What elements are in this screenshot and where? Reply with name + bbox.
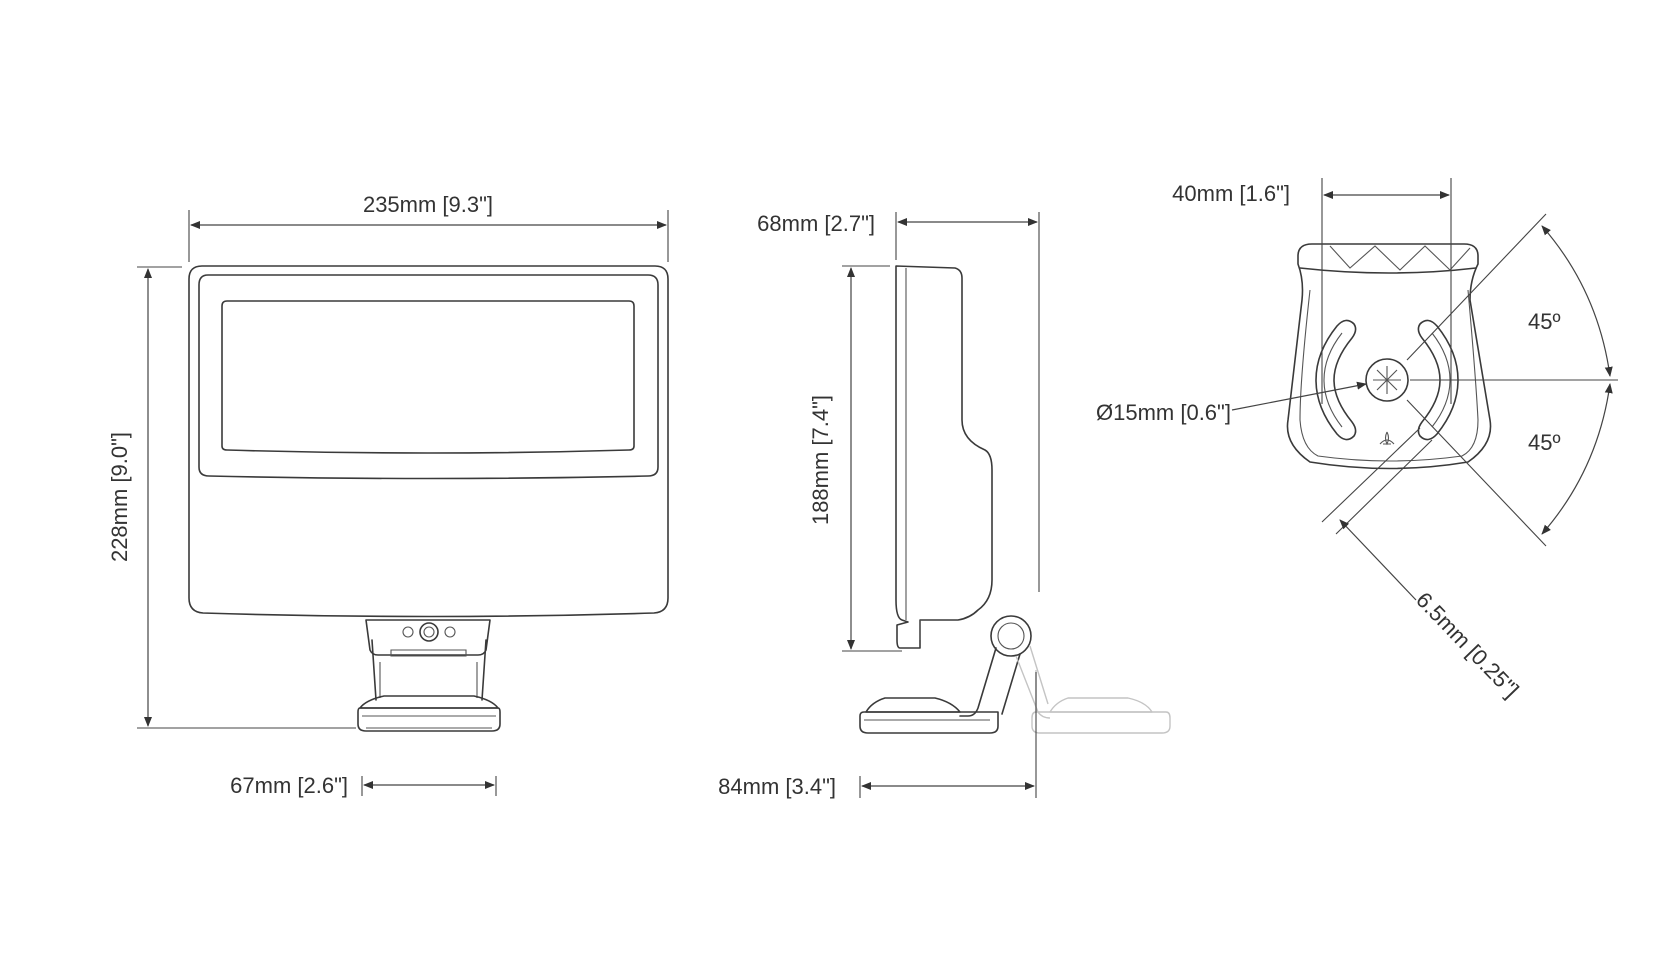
front-stand-post — [371, 639, 487, 701]
mount-slot-width-label: 6.5mm [0.25"] — [1411, 587, 1524, 702]
side-depth-label: 68mm [2.7"] — [757, 211, 875, 236]
mount-angle-lower-label: 45º — [1528, 430, 1561, 455]
front-camera-inner — [423, 626, 435, 638]
front-dimensions: 235mm [9.3"] 228mm [9.0"] 67mm [2.6"] — [107, 192, 669, 798]
mount-plate-top-band — [1299, 267, 1477, 274]
mount-dimensions: 40mm [1.6"] 45º 45º Ø15mm [0.6"] 6.5mm [… — [1096, 178, 1618, 702]
side-view — [859, 265, 1171, 734]
side-ghost-base-top — [1049, 697, 1153, 713]
mount-plate-inner — [1299, 289, 1479, 462]
front-bezel — [198, 274, 659, 480]
mount-slot-left-inner — [1323, 332, 1343, 428]
mount-angle-upper-label: 45º — [1528, 309, 1561, 334]
mount-slot-left — [1315, 319, 1357, 441]
side-ghost-base — [1031, 711, 1171, 734]
side-height-label: 188mm [7.4"] — [808, 395, 833, 525]
front-sensor-right — [444, 626, 456, 638]
side-stand-arm — [959, 647, 1021, 717]
mount-angle-arc-upper — [1541, 225, 1613, 377]
mount-hole-spacing-label: 40mm [1.6"] — [1172, 181, 1290, 206]
mount-plate-outline — [1286, 243, 1492, 470]
mount-plate-band-pattern — [1329, 245, 1471, 271]
side-base-depth-label: 84mm [3.4"] — [718, 774, 836, 799]
front-sensor-left — [402, 626, 414, 638]
front-body-outline — [188, 265, 669, 618]
leaf-logo-icon — [1379, 431, 1395, 446]
mount-center-cross — [1373, 366, 1401, 394]
mount-slot-right — [1417, 319, 1459, 441]
front-base — [357, 707, 501, 732]
front-stand-shade — [379, 662, 478, 698]
side-hinge — [990, 615, 1032, 657]
side-hinge-inner — [997, 622, 1025, 650]
front-view — [188, 265, 669, 732]
front-base-width-label: 67mm [2.6"] — [230, 773, 348, 798]
front-camera-outer — [419, 622, 439, 642]
side-dimensions: 68mm [2.7"] 188mm [7.4"] 84mm [3.4"] — [718, 211, 1040, 799]
side-ghost-stand — [1015, 645, 1051, 719]
front-neck-tab — [390, 649, 467, 657]
front-height-label: 228mm [9.0"] — [107, 432, 132, 562]
mount-view — [1286, 243, 1492, 470]
front-width-label: 235mm [9.3"] — [363, 192, 493, 217]
mount-slot-dimension-line — [1339, 519, 1417, 601]
mount-center-hole-label: Ø15mm [0.6"] — [1096, 400, 1231, 425]
side-base-top — [865, 697, 961, 713]
mount-angle-arc-lower — [1541, 383, 1613, 535]
front-display — [221, 300, 635, 454]
side-base — [859, 711, 999, 734]
side-body-outline — [895, 265, 993, 649]
mount-hole-leader — [1231, 381, 1367, 411]
mount-center-hole — [1365, 358, 1409, 402]
